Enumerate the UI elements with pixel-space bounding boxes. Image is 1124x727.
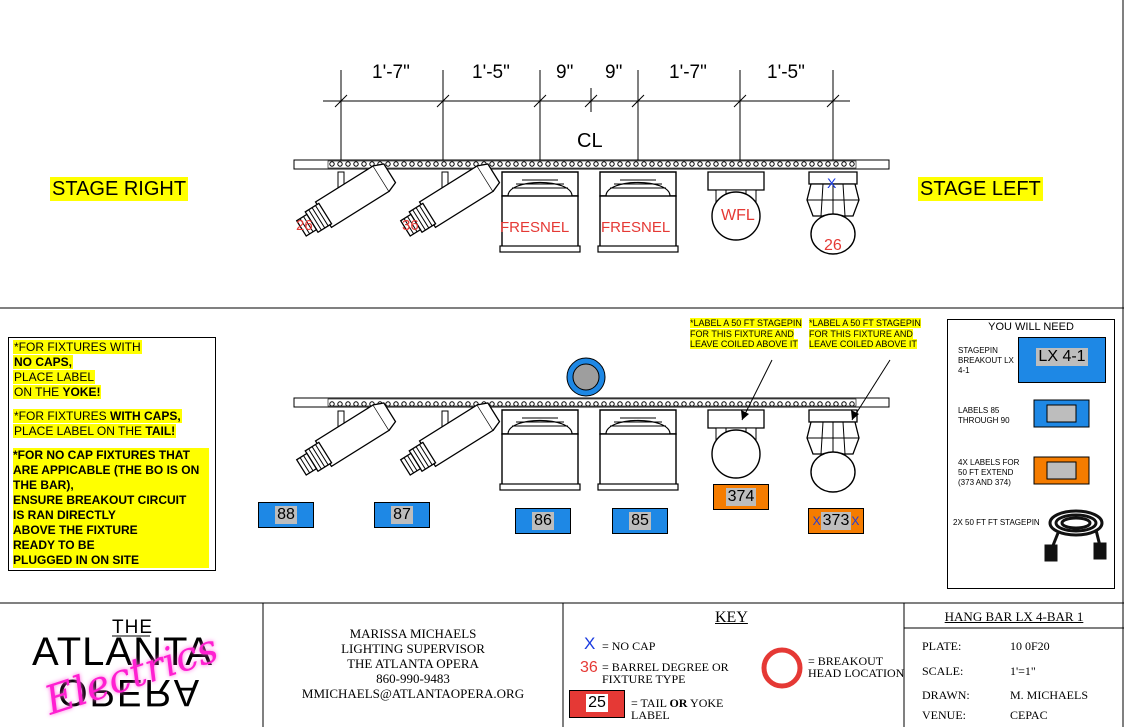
logo-the: THE [112, 617, 153, 638]
fixture-type-label: WFL [721, 207, 755, 224]
centerline-label: CL [577, 130, 603, 152]
callout-note: *LABEL A 50 FT STAGEPIN FOR THIS FIXTURE… [690, 318, 802, 349]
contact-block: MARISSA MICHAELS LIGHTING SUPERVISOR THE… [301, 626, 525, 701]
channel-label: 88 [258, 502, 314, 528]
venue-key: VENUE: [922, 708, 966, 722]
channel-label: 86 [515, 508, 571, 534]
key-breakout-icon [761, 647, 803, 689]
key-number-symbol: 36 [580, 659, 598, 676]
dimension-label: 1'-5" [767, 62, 805, 83]
dimension-label: 1'-7" [669, 62, 707, 83]
stagepin-cable-icon [1044, 509, 1107, 562]
dimension-label: 9" [605, 62, 623, 83]
instruction-notes: *FOR FIXTURES WITH NO CAPS, PLACE LABEL … [8, 337, 216, 571]
fixture-bottom-2 [396, 398, 503, 481]
dimension-line [323, 70, 850, 162]
scale-value: 1'=1" [1010, 664, 1036, 678]
plate-value: 10 0F20 [1010, 639, 1050, 653]
fixture-bottom-5 [707, 409, 765, 479]
key-label-text: = TAIL OR YOKE LABEL [631, 696, 724, 722]
key-nocap-text: = NO CAP [602, 639, 656, 653]
key-nocap-symbol: X [584, 634, 596, 653]
drawn-value: M. MICHAELS [1010, 688, 1089, 702]
you-will-need-panel: YOU WILL NEED STAGEPIN BREAKOUT LX 4-1 L… [947, 319, 1115, 589]
callout-note: *LABEL A 50 FT STAGEPIN FOR THIS FIXTURE… [809, 318, 921, 349]
fixture-type-label: 36 [402, 217, 419, 234]
key-number-text: = BARREL DEGREE OR FIXTURE TYPE [602, 660, 729, 686]
scale-key: SCALE: [922, 664, 964, 678]
fixture-top-3 [499, 171, 581, 253]
fixture-bottom-1 [292, 398, 399, 481]
need-item: 2X 50 FT FT STAGEPIN [953, 518, 1040, 527]
key-title: KEY [715, 609, 748, 626]
channel-label: 374 [713, 484, 769, 510]
plate-title: HANG BAR LX 4-BAR 1 [944, 609, 1084, 624]
breakout-label-sample: LX 4-1 [1018, 337, 1106, 383]
plate-key: PLATE: [922, 639, 962, 653]
no-cap-mark: X [827, 175, 837, 191]
dimension-label: 1'-5" [472, 62, 510, 83]
key-breakout-text: = BREAKOUT HEAD LOCATION [808, 654, 905, 680]
fixture-type-label: FRESNEL [500, 219, 570, 236]
fixture-top-5 [707, 171, 765, 241]
dimension-label: 1'-7" [372, 62, 410, 83]
need-item: LABELS 85 THROUGH 90 [958, 406, 1010, 425]
fixture-bottom-3 [499, 409, 581, 491]
fixture-type-label: 26 [824, 237, 842, 254]
venue-value: CEPAC [1010, 708, 1048, 722]
drawn-key: DRAWN: [922, 688, 970, 702]
need-item: STAGEPIN BREAKOUT LX 4-1 [958, 346, 1014, 375]
logo-atlanta: ATLANTA [32, 630, 214, 674]
fixture-top-4 [597, 171, 679, 253]
callout-leader-2 [851, 359, 891, 421]
panel-title: YOU WILL NEED [988, 321, 1074, 333]
callout-leader-1 [741, 359, 773, 421]
stage-right-label: STAGE RIGHT [50, 177, 189, 201]
dimension-label: 9" [556, 62, 574, 83]
fixture-type-label: FRESNEL [601, 219, 671, 236]
key-label-symbol: 25 [569, 690, 625, 718]
stage-left-label: STAGE LEFT [918, 177, 1043, 201]
channel-label: 85 [612, 508, 668, 534]
fixture-bottom-4 [597, 409, 679, 491]
fixture-type-label: 26 [296, 217, 313, 234]
fixture-bottom-6 [806, 409, 860, 493]
channel-label: 87 [374, 502, 430, 528]
need-item: 4X LABELS FOR 50 FT EXTEND (373 AND 374) [958, 458, 1020, 487]
